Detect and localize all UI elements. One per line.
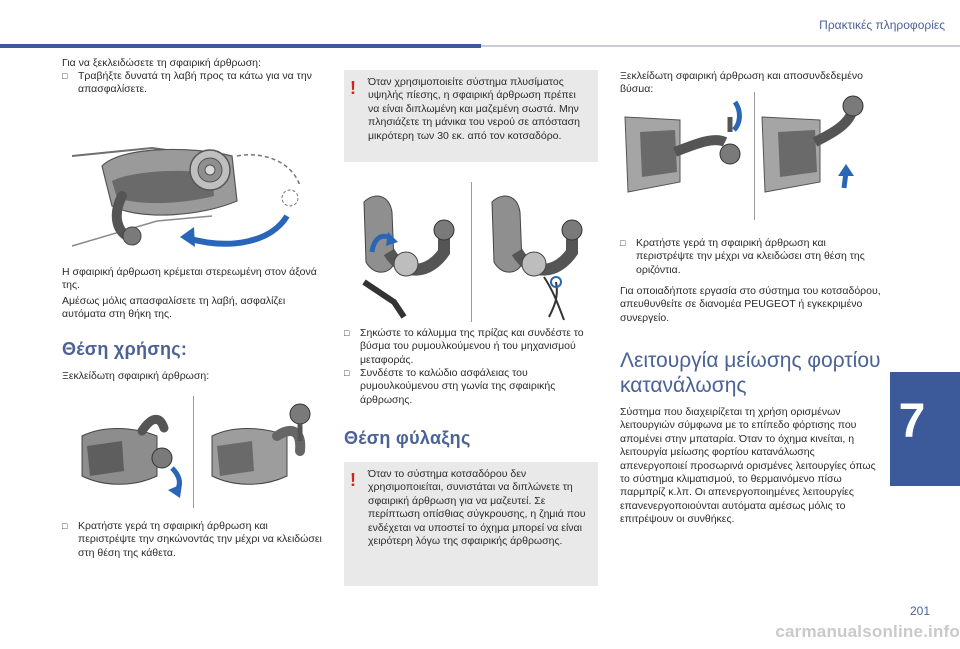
exclamation-icon: ! xyxy=(350,78,356,98)
bullet-text: Σηκώστε το κάλυμμα της πρίζας και συνδέσ… xyxy=(360,327,584,366)
bullet-text: Κρατήστε γερά τη σφαιρική άρθρωση και πε… xyxy=(636,237,865,276)
page-number: 201 xyxy=(909,604,930,618)
watermark: carmanualsonline.info xyxy=(775,622,960,641)
warning-box-storage: ! Όταν το σύστημα κοτσαδόρου δεν χρησιμο… xyxy=(344,462,598,586)
chapter-tab xyxy=(890,372,960,486)
col3-para-2: Σύστημα που διαχειρίζεται τη χρήση ορισμ… xyxy=(620,406,876,526)
warning-box-high-pressure: ! Όταν χρησιμοποιείτε σύστημα πλυσίματος… xyxy=(344,70,598,162)
figure-rotate-vertical xyxy=(62,396,324,508)
check-bullet-icon: □ xyxy=(344,328,350,338)
towbar-rotation-illustration xyxy=(81,396,311,508)
chapter-number: 7 xyxy=(898,395,926,448)
figure-connect-plug xyxy=(344,182,598,322)
plug-connection-illustration xyxy=(362,182,583,322)
header-bar-light xyxy=(481,45,960,47)
col2-bullet-1: □ Σηκώστε το κάλυμμα της πρίζας και συνδ… xyxy=(344,327,598,367)
check-bullet-icon: □ xyxy=(62,521,68,531)
heading-storage-position: Θέση φύλαξης xyxy=(344,428,471,448)
col2-bullet-2: □ Συνδέστε το καλώδιο ασφάλειας του ρυμο… xyxy=(344,367,598,407)
col1-bullet-1: □ Τραβήξτε δυνατά τη λαβή προς τα κάτω γ… xyxy=(62,70,324,97)
col1-bullet-2: □ Κρατήστε γερά τη σφαιρική άρθρωση και … xyxy=(62,520,324,560)
heading-load-shedding: Λειτουργία μείωσης φορτίου κατανάλωσης xyxy=(620,349,881,397)
check-bullet-icon: □ xyxy=(62,71,68,81)
towbar-storage-illustration xyxy=(624,92,864,220)
heading-usage-position: Θέση χρήσης: xyxy=(62,339,188,359)
figure-rotate-horizontal xyxy=(620,92,882,220)
towbar-illustration xyxy=(71,146,301,247)
warning-text: Όταν χρησιμοποιείτε σύστημα πλυσίματος υ… xyxy=(368,76,580,142)
col3-bullet-1: □ Κρατήστε γερά τη σφαιρική άρθρωση και … xyxy=(620,237,882,277)
bullet-text: Τραβήξτε δυνατά τη λαβή προς τα κάτω για… xyxy=(78,70,312,96)
col1-intro: Για να ξεκλειδώσετε τη σφαιρική άρθρωση: xyxy=(62,57,261,69)
section-title: Πρακτικές πληροφορίες xyxy=(819,18,945,32)
check-bullet-icon: □ xyxy=(620,238,626,248)
figure-unlock-handle xyxy=(62,126,324,260)
bullet-text: Συνδέστε το καλώδιο ασφάλειας του ρυμουλ… xyxy=(360,367,556,406)
exclamation-icon: ! xyxy=(350,470,356,490)
header-bar xyxy=(0,44,481,48)
col3-para-1: Για οποιαδήποτε εργασία στο σύστημα του … xyxy=(620,285,881,324)
col1-para-1: Η σφαιρική άρθρωση κρέμεται στερεωμένη σ… xyxy=(62,266,317,292)
bullet-text: Κρατήστε γερά τη σφαιρική άρθρωση και πε… xyxy=(78,520,322,559)
col1-intro-2: Ξεκλείδωτη σφαιρική άρθρωση: xyxy=(62,370,210,382)
col1-para-2: Αμέσως μόλις απασφαλίσετε τη λαβή, ασφαλ… xyxy=(62,295,286,321)
warning-text: Όταν το σύστημα κοτσαδόρου δεν χρησιμοπο… xyxy=(368,468,586,548)
check-bullet-icon: □ xyxy=(344,368,350,378)
